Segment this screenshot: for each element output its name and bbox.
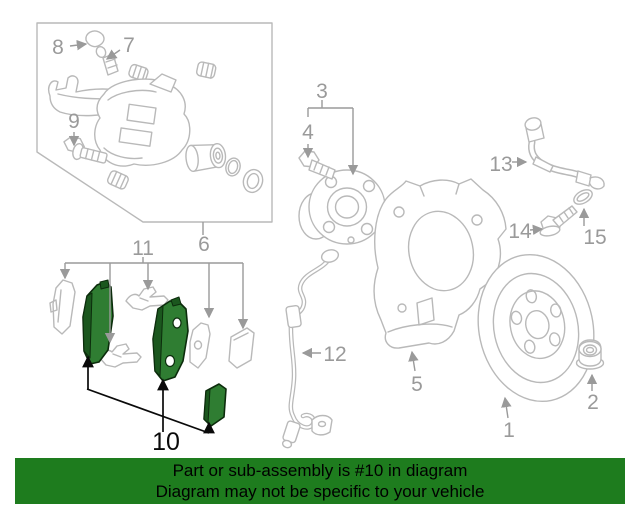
hub-assembly (298, 169, 386, 245)
callout-3[interactable]: 3 (316, 80, 328, 103)
callout-1[interactable]: 1 (503, 419, 515, 442)
shim-left (49, 279, 76, 335)
callout-4[interactable]: 4 (302, 121, 314, 144)
info-banner-line2: Diagram may not be specific to your vehi… (155, 482, 485, 501)
info-banner-line1: Part or sub-assembly is #10 in diagram (172, 461, 468, 480)
brake-pad-outer-highlighted[interactable] (82, 279, 114, 365)
pad-shim-kit (49, 279, 255, 427)
callout-lines-highlight (82, 355, 215, 434)
abs-sensor (281, 249, 340, 449)
callout-11[interactable]: 11 (132, 237, 154, 260)
brake-rotor (477, 253, 595, 403)
callout-7[interactable]: 7 (123, 34, 135, 57)
bleeder-screw (95, 45, 119, 76)
caliper-body (94, 73, 191, 167)
guide-pin-cap (128, 63, 149, 82)
callout-2[interactable]: 2 (587, 391, 599, 414)
piston-boot (242, 168, 264, 194)
brake-pad-inner-highlighted[interactable] (152, 296, 189, 382)
piston-seal (225, 157, 241, 177)
splash-shield (373, 178, 507, 349)
bleeder-cap (85, 30, 105, 48)
shim-far-right (228, 327, 255, 369)
callout-13[interactable]: 13 (489, 153, 512, 176)
callout-lines-gray (59, 39, 598, 419)
lug-nut (575, 339, 605, 370)
callout-12[interactable]: 12 (323, 343, 346, 366)
parts-diagram-svg: 1 2 3 4 5 6 7 8 9 10 11 12 13 14 15 (36, 22, 607, 456)
info-banner: Part or sub-assembly is #10 in diagram D… (15, 458, 625, 504)
callout-5[interactable]: 5 (411, 373, 423, 396)
callout-6[interactable]: 6 (198, 233, 210, 256)
shim-right (189, 322, 211, 369)
callout-9[interactable]: 9 (68, 110, 80, 133)
brake-hose (524, 117, 605, 190)
callout-15[interactable]: 15 (583, 226, 606, 249)
hose-bolt (539, 205, 578, 237)
callout-8[interactable]: 8 (52, 36, 64, 59)
wheel-stud (298, 150, 336, 180)
caliper-box-outline (36, 22, 273, 223)
callout-14[interactable]: 14 (508, 220, 532, 243)
brake-pad-small-highlighted[interactable] (203, 383, 227, 427)
callout-10-highlighted[interactable]: 10 (152, 428, 180, 456)
caliper-assembly-group (36, 22, 273, 223)
shim-upper-middle (125, 286, 169, 311)
hose-o-ring (573, 189, 593, 205)
caliper-piston (185, 142, 227, 173)
guide-pin-cap (107, 170, 129, 190)
guide-pin-cap (195, 61, 217, 79)
